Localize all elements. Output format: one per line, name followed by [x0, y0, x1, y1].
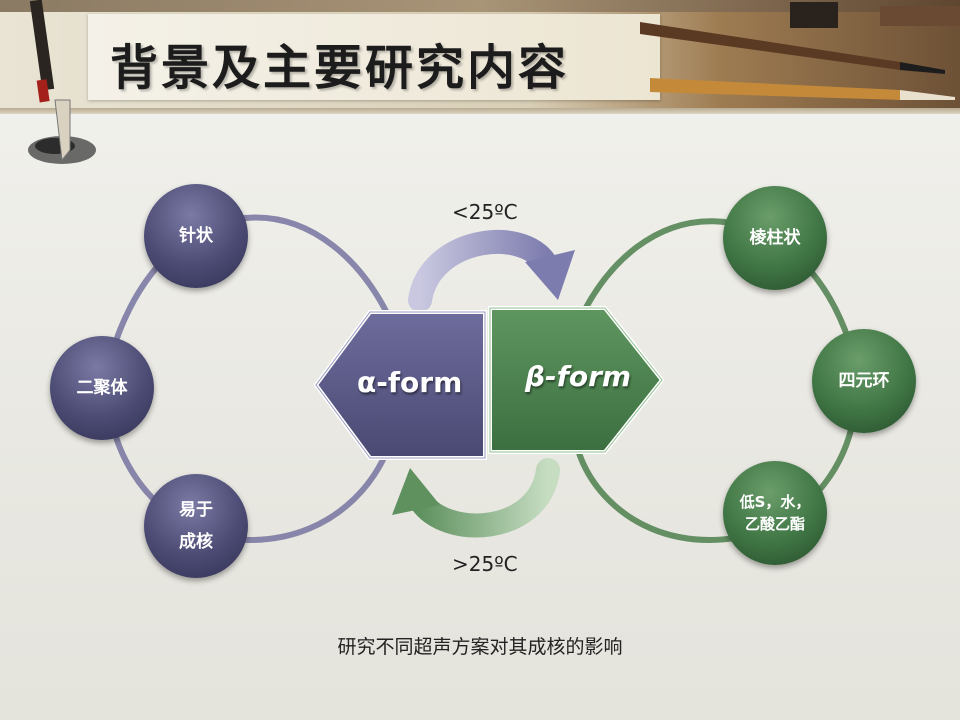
brush-left-icon [29, 0, 71, 162]
header-divider [0, 108, 960, 114]
alpha-feature-needle: 针状 [144, 184, 248, 288]
alpha-feature-nucleation-label: 易于 成核 [179, 499, 213, 552]
alpha-form-label: α-form [357, 366, 463, 399]
header-top-strip [0, 0, 960, 12]
brushes-right-icon [640, 2, 960, 100]
alpha-feature-dimer-label: 二聚体 [76, 377, 128, 398]
transition-top-label: <25ºC [452, 200, 518, 224]
page-title: 背景及主要研究内容 [110, 40, 570, 96]
transition-bottom-label: >25ºC [452, 552, 518, 576]
beta-feature-ring-label: 四元环 [838, 370, 890, 391]
arrow-top [408, 229, 560, 312]
beta-form-label: β-form [525, 360, 632, 393]
arrow-bottom [408, 458, 560, 538]
alpha-feature-needle-label: 针状 [179, 225, 213, 246]
title-box [88, 14, 660, 100]
caption: 研究不同超声方案对其成核的影响 [337, 636, 623, 658]
beta-feature-prism: 棱柱状 [723, 186, 827, 290]
alpha-feature-nucleation: 易于 成核 [144, 474, 248, 578]
beta-feature-solvent: 低S，水， 乙酸乙酯 [723, 461, 827, 565]
alpha-feature-dimer: 二聚体 [50, 336, 154, 440]
beta-feature-solvent-label: 低S，水， 乙酸乙酯 [739, 492, 811, 534]
beta-feature-prism-label: 棱柱状 [749, 227, 801, 248]
beta-feature-ring: 四元环 [812, 329, 916, 433]
